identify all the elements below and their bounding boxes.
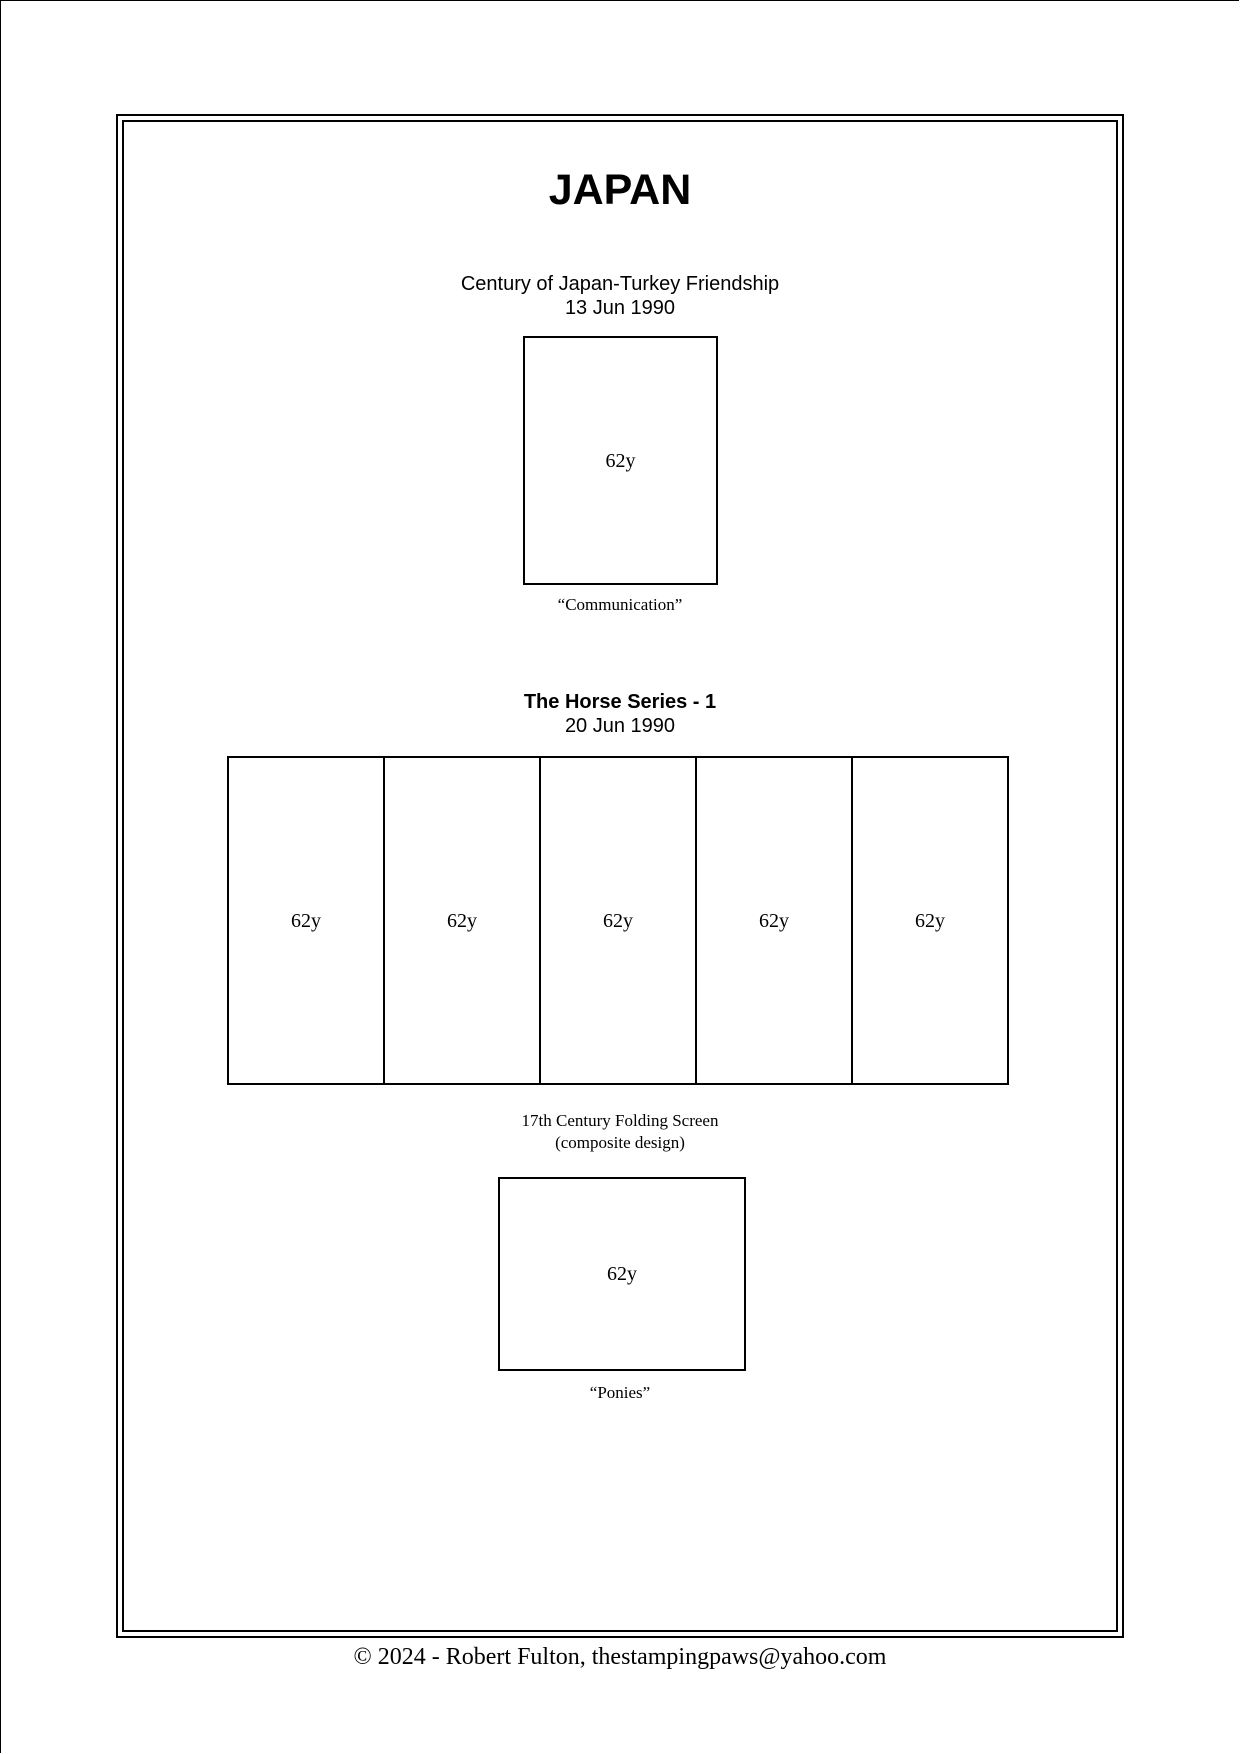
issue-2-date: 20 Jun 1990	[564, 715, 676, 737]
stamp-denomination: 62y	[291, 909, 321, 932]
stamp-denomination: 62y	[447, 909, 477, 932]
issue-1-name: Century of Japan-Turkey Friendship	[460, 273, 780, 295]
stamp-denomination: 62y	[605, 449, 636, 472]
stamp-space-strip-5: 62y	[851, 756, 1009, 1085]
page-footer: © 2024 - Robert Fulton, thestampingpaws@…	[353, 1644, 887, 1670]
stamp-caption-ponies: “Ponies”	[589, 1383, 651, 1402]
strip-caption-line-1: 17th Century Folding Screen	[521, 1111, 719, 1130]
album-page-outer-border	[116, 114, 1124, 1638]
stamp-denomination: 62y	[915, 909, 945, 932]
issue-1-date: 13 Jun 1990	[564, 297, 676, 319]
stamp-denomination: 62y	[607, 1263, 637, 1285]
horse-stamp-strip: 62y 62y 62y 62y 62y	[227, 756, 1009, 1085]
issue-2-name: The Horse Series - 1	[523, 691, 717, 713]
stamp-space-strip-4: 62y	[695, 756, 853, 1085]
stamp-denomination: 62y	[603, 909, 633, 932]
stamp-space-communication: 62y	[523, 336, 718, 585]
stamp-space-ponies: 62y	[498, 1177, 746, 1371]
album-page-inner-border	[122, 120, 1118, 1632]
stamp-space-strip-2: 62y	[383, 756, 541, 1085]
page-title: JAPAN	[548, 166, 692, 214]
stamp-space-strip-1: 62y	[227, 756, 385, 1085]
stamp-caption-communication: “Communication”	[557, 595, 683, 614]
stamp-space-strip-3: 62y	[539, 756, 697, 1085]
strip-caption-line-2: (composite design)	[555, 1133, 685, 1152]
stamp-denomination: 62y	[759, 909, 789, 932]
